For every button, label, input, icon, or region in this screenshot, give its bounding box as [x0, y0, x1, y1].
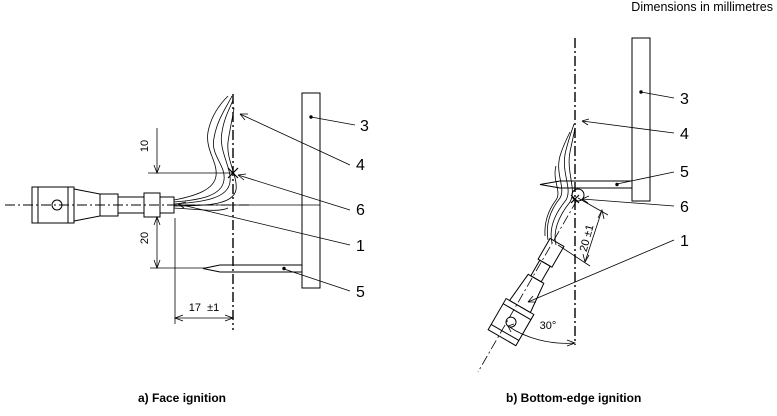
dimension-17	[173, 218, 235, 324]
dimension-10	[148, 128, 233, 175]
burner-axis-line-b	[477, 199, 578, 373]
angle-label-30: 30°	[540, 320, 557, 332]
label-6-a: 6	[356, 202, 365, 219]
leader-lines-b	[527, 91, 675, 303]
dimension-label-20-b: 20 ±1	[578, 223, 597, 253]
labels-figure-a: 3 4 6 1 5 10 20 17 ±1	[139, 118, 369, 314]
probe-pin-b	[539, 180, 632, 189]
dimension-label-20: 20	[139, 232, 151, 244]
caption-bottom-edge-ignition: b) Bottom-edge ignition	[506, 391, 642, 405]
figure-a-face-ignition	[5, 92, 356, 330]
backing-board-b	[631, 37, 651, 202]
leader-lines-a	[177, 113, 356, 292]
label-4-b: 4	[680, 126, 689, 143]
caption-face-ignition: a) Face ignition	[138, 391, 227, 405]
dimension-20	[150, 215, 205, 270]
dimension-label-17: 17 ±1	[189, 302, 220, 314]
figure-b-bottom-edge-ignition	[477, 37, 675, 373]
label-3-a: 3	[360, 118, 369, 135]
probe-pin	[202, 264, 302, 273]
label-5-a: 5	[356, 284, 365, 301]
labels-figure-b: 3 4 5 6 1 20 ±1 30°	[540, 91, 689, 332]
label-3-b: 3	[680, 91, 689, 108]
burner-b	[487, 237, 565, 347]
label-4-a: 4	[356, 157, 365, 174]
dimension-label-10: 10	[139, 140, 151, 152]
units-note: Dimensions in millimetres	[631, 0, 773, 14]
label-6-b: 6	[680, 199, 689, 216]
burner	[31, 186, 175, 224]
flame-b	[544, 123, 576, 246]
label-1-a: 1	[356, 238, 365, 255]
flame	[173, 95, 237, 211]
angle-30-b	[507, 323, 577, 347]
dimension-20-b	[557, 197, 609, 267]
label-5-b: 5	[680, 164, 689, 181]
backing-board	[301, 92, 321, 289]
label-1-b: 1	[680, 233, 689, 250]
